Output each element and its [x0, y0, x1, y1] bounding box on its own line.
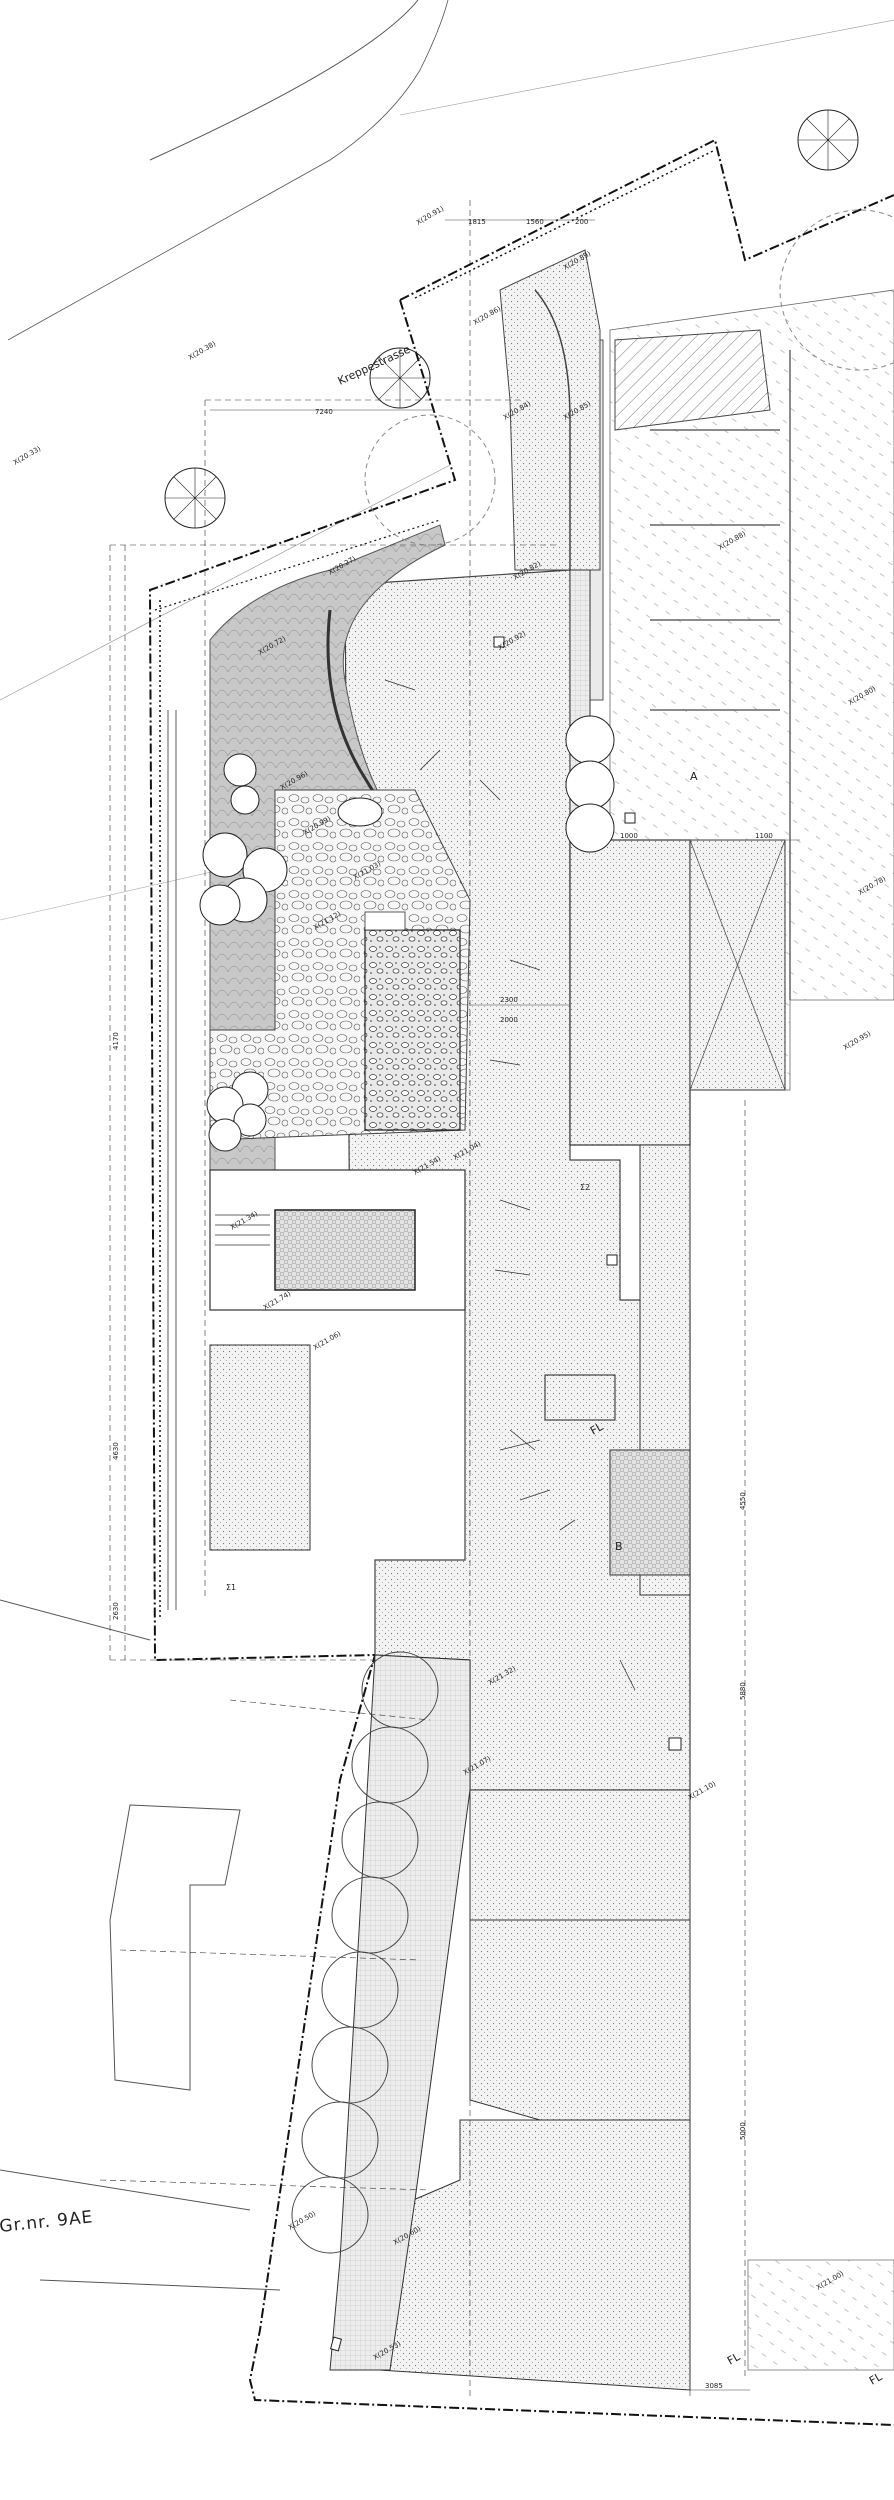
tree-row: [291, 1651, 439, 2254]
west-plaza: [209, 1344, 311, 1551]
elevation-28: X(20.95): [842, 1030, 872, 1052]
survey-lines: [99, 200, 746, 2400]
street-name: Kreppestrasse: [336, 343, 413, 388]
ramp-hatch: [614, 329, 771, 431]
dimension-14: 4170: [112, 1032, 120, 1050]
dimension-2: 1560: [526, 218, 544, 226]
dimension-1: 1815: [468, 218, 486, 226]
steps: [364, 911, 406, 931]
terrace-slab: [274, 1209, 416, 1291]
dimension-15: 4630: [112, 1442, 120, 1460]
dimension-7: 2300: [500, 996, 518, 1004]
tag-a: Σ1: [226, 1583, 236, 1592]
street-lines: [0, 0, 894, 921]
driveway-curb: [534, 289, 571, 570]
flow-marker-2: FL: [725, 2350, 743, 2368]
plot-label: Gr.nr. 9AE: [0, 2207, 94, 2237]
parking-stripes: [650, 350, 791, 1000]
dimension-6: 1000: [620, 832, 638, 840]
dimension-11: 5000: [739, 2122, 747, 2140]
dimension-13: 2630: [112, 1602, 120, 1620]
elevation-12: X(20.33): [12, 445, 42, 467]
elevation-1: X(20.91): [415, 205, 445, 227]
neighbour-buildings: [0, 1599, 281, 2291]
dimension-5: 2000: [500, 1016, 518, 1024]
terrace-steps: [215, 1214, 270, 1246]
small-trees: [199, 715, 615, 1152]
bench: [544, 1374, 616, 1421]
elevation-11: X(20.38): [187, 340, 217, 362]
flow-marker-3: FL: [867, 2370, 885, 2388]
elevation-31: X(21.10): [687, 1780, 717, 1802]
perimeter-fence: [154, 149, 716, 1620]
north-label-b: B: [615, 1540, 623, 1553]
north-label-a: A: [690, 770, 698, 783]
dimension-9: 4550: [739, 1492, 747, 1510]
elevation-3: X(20.86): [472, 305, 502, 327]
dimension-12: 3085: [705, 2382, 723, 2390]
south-paving-c: [379, 2119, 691, 2391]
dimension-lines: [210, 219, 800, 2391]
flow-arrows: [384, 679, 636, 1691]
tag-b: Σ2: [580, 1183, 590, 1192]
neighbour-south-strip: [747, 2259, 894, 2371]
elevation-21: X(21.06): [312, 1330, 342, 1352]
dimension-8: 1100: [755, 832, 773, 840]
stone-bed: [364, 929, 461, 1131]
south-paving-a: [469, 1789, 691, 1921]
south-paving-b: [469, 1919, 691, 2121]
dimension-4: 7240: [315, 408, 333, 416]
dimension-3: 200: [575, 218, 588, 226]
building-block-a: [569, 839, 691, 1146]
street-trees: [164, 109, 894, 546]
bin-area: [609, 1449, 691, 1576]
dimension-10: 5880: [739, 1682, 747, 1700]
